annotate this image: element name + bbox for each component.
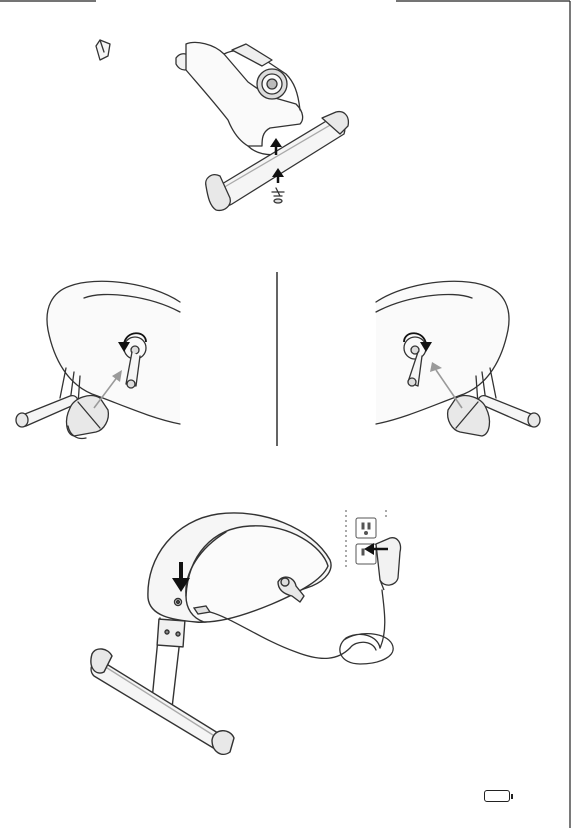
step3-bike-illustration <box>91 513 331 754</box>
step2-left-illustration <box>16 281 180 438</box>
step3-power-adapter <box>376 538 401 590</box>
step2-right-illustration <box>376 281 540 436</box>
step1-stabilizer-illustration <box>96 40 348 210</box>
page-number-badge <box>484 790 510 802</box>
